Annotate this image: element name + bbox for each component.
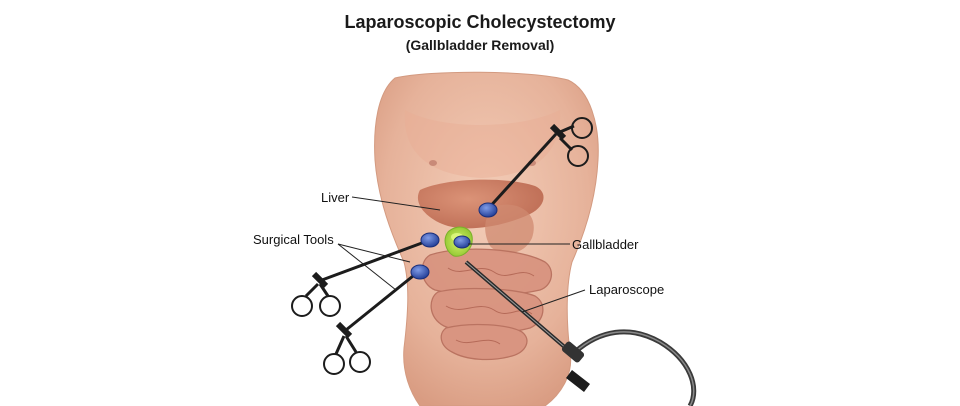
port-laparoscope bbox=[453, 235, 471, 249]
label-liver: Liver bbox=[321, 190, 350, 205]
diagram-title: Laparoscopic Cholecystectomy bbox=[344, 12, 616, 32]
label-laparoscope: Laparoscope bbox=[589, 282, 665, 297]
leader-liver bbox=[351, 196, 441, 211]
leader-tools-2 bbox=[337, 243, 397, 291]
stomach bbox=[485, 204, 534, 254]
trocar-ports bbox=[410, 202, 498, 280]
leader-laparoscope bbox=[521, 289, 586, 313]
leader-tools-1 bbox=[337, 243, 411, 263]
laparoscope-eyepiece bbox=[566, 370, 590, 392]
label-gallbladder: Gallbladder bbox=[572, 237, 639, 252]
torso bbox=[374, 71, 599, 406]
port-left-1 bbox=[420, 232, 440, 248]
port-left-2 bbox=[410, 264, 430, 280]
label-surgical-tools: Surgical Tools bbox=[253, 232, 334, 247]
leader-lines bbox=[337, 196, 586, 313]
intestines bbox=[421, 248, 553, 361]
instrument-upper bbox=[485, 117, 593, 212]
laparoscope-cable bbox=[573, 329, 697, 406]
chest-shading bbox=[404, 110, 561, 178]
instrument-left-2 bbox=[323, 270, 419, 375]
diagram-subtitle: (Gallbladder Removal) bbox=[405, 37, 555, 53]
port-upper bbox=[478, 202, 498, 218]
instrument-left-1 bbox=[291, 238, 431, 317]
left-nipple bbox=[429, 160, 437, 166]
laparoscope-body bbox=[561, 341, 585, 363]
